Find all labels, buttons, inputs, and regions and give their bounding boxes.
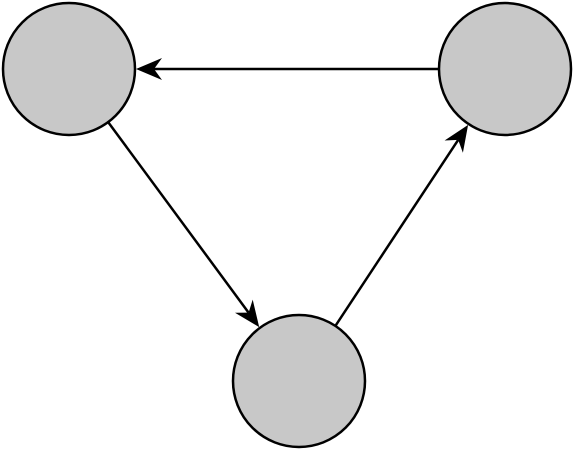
edge-line	[334, 139, 460, 327]
arrowhead-icon	[444, 124, 469, 153]
arrowhead-icon	[136, 58, 162, 80]
edge-line	[107, 121, 250, 314]
node-bottom	[231, 313, 367, 449]
edge-bottom-to-right	[334, 124, 469, 327]
node-left	[1, 1, 137, 137]
arrowhead-icon	[235, 299, 260, 328]
edges-layer	[107, 58, 469, 328]
edge-right-to-left	[136, 58, 439, 80]
node-right	[437, 1, 573, 137]
edge-left-to-bottom	[107, 121, 260, 328]
